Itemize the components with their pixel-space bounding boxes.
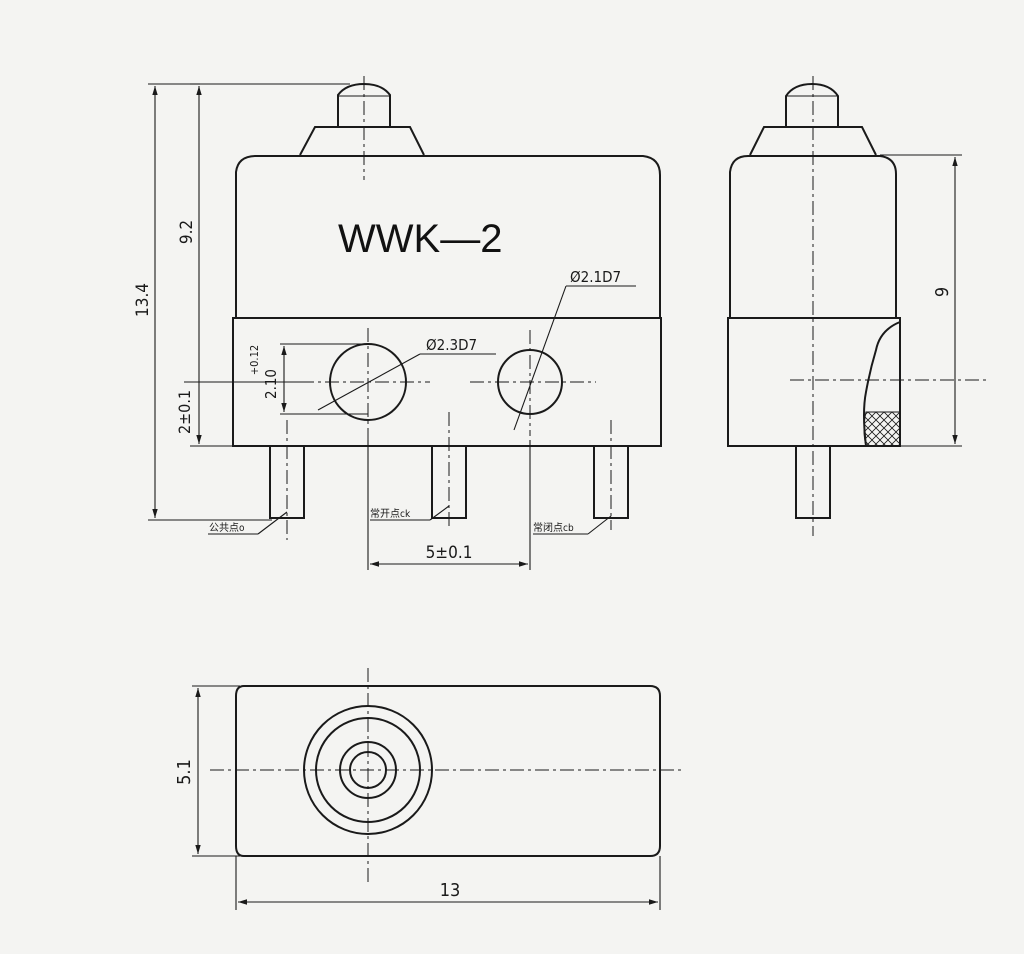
front-view: 13.4 9.2 2±0.1 2.10 +0.12 Ø2.3D7 Ø2.1D7 …: [133, 76, 662, 570]
dim-side-height: 9: [932, 287, 953, 297]
side-body-upper: [729, 155, 897, 318]
dim-body-height: 9.2: [177, 220, 197, 244]
dim-top-depth: 5.1: [174, 759, 195, 785]
side-hatch: [863, 411, 901, 447]
dim-hole-tolerance: +0.12: [248, 345, 261, 375]
front-pins: [269, 412, 629, 540]
top-view: 5.1 13: [174, 668, 684, 910]
dim-hole-offset: 2±0.1: [175, 390, 194, 434]
top-body-outline: [235, 685, 661, 857]
dim-hole-height: 2.10: [262, 369, 280, 399]
side-cutaway: [863, 321, 901, 447]
pin-no-label: 常开点ck: [370, 507, 411, 520]
front-actuator: [299, 82, 425, 156]
front-body-upper: [235, 155, 661, 318]
pin-common-label: 公共点o: [209, 522, 245, 534]
pin-nc-label: 常闭点cb: [533, 521, 574, 534]
side-view: 9: [727, 76, 990, 536]
dim-top-width: 13: [440, 880, 461, 901]
dim-hole-large: Ø2.3D7: [426, 336, 477, 354]
dim-total-height: 13.4: [133, 283, 153, 317]
dim-pin-spacing: 5±0.1: [426, 543, 473, 563]
model-title: WWK—2: [338, 217, 502, 261]
dim-hole-small: Ø2.1D7: [570, 268, 621, 286]
